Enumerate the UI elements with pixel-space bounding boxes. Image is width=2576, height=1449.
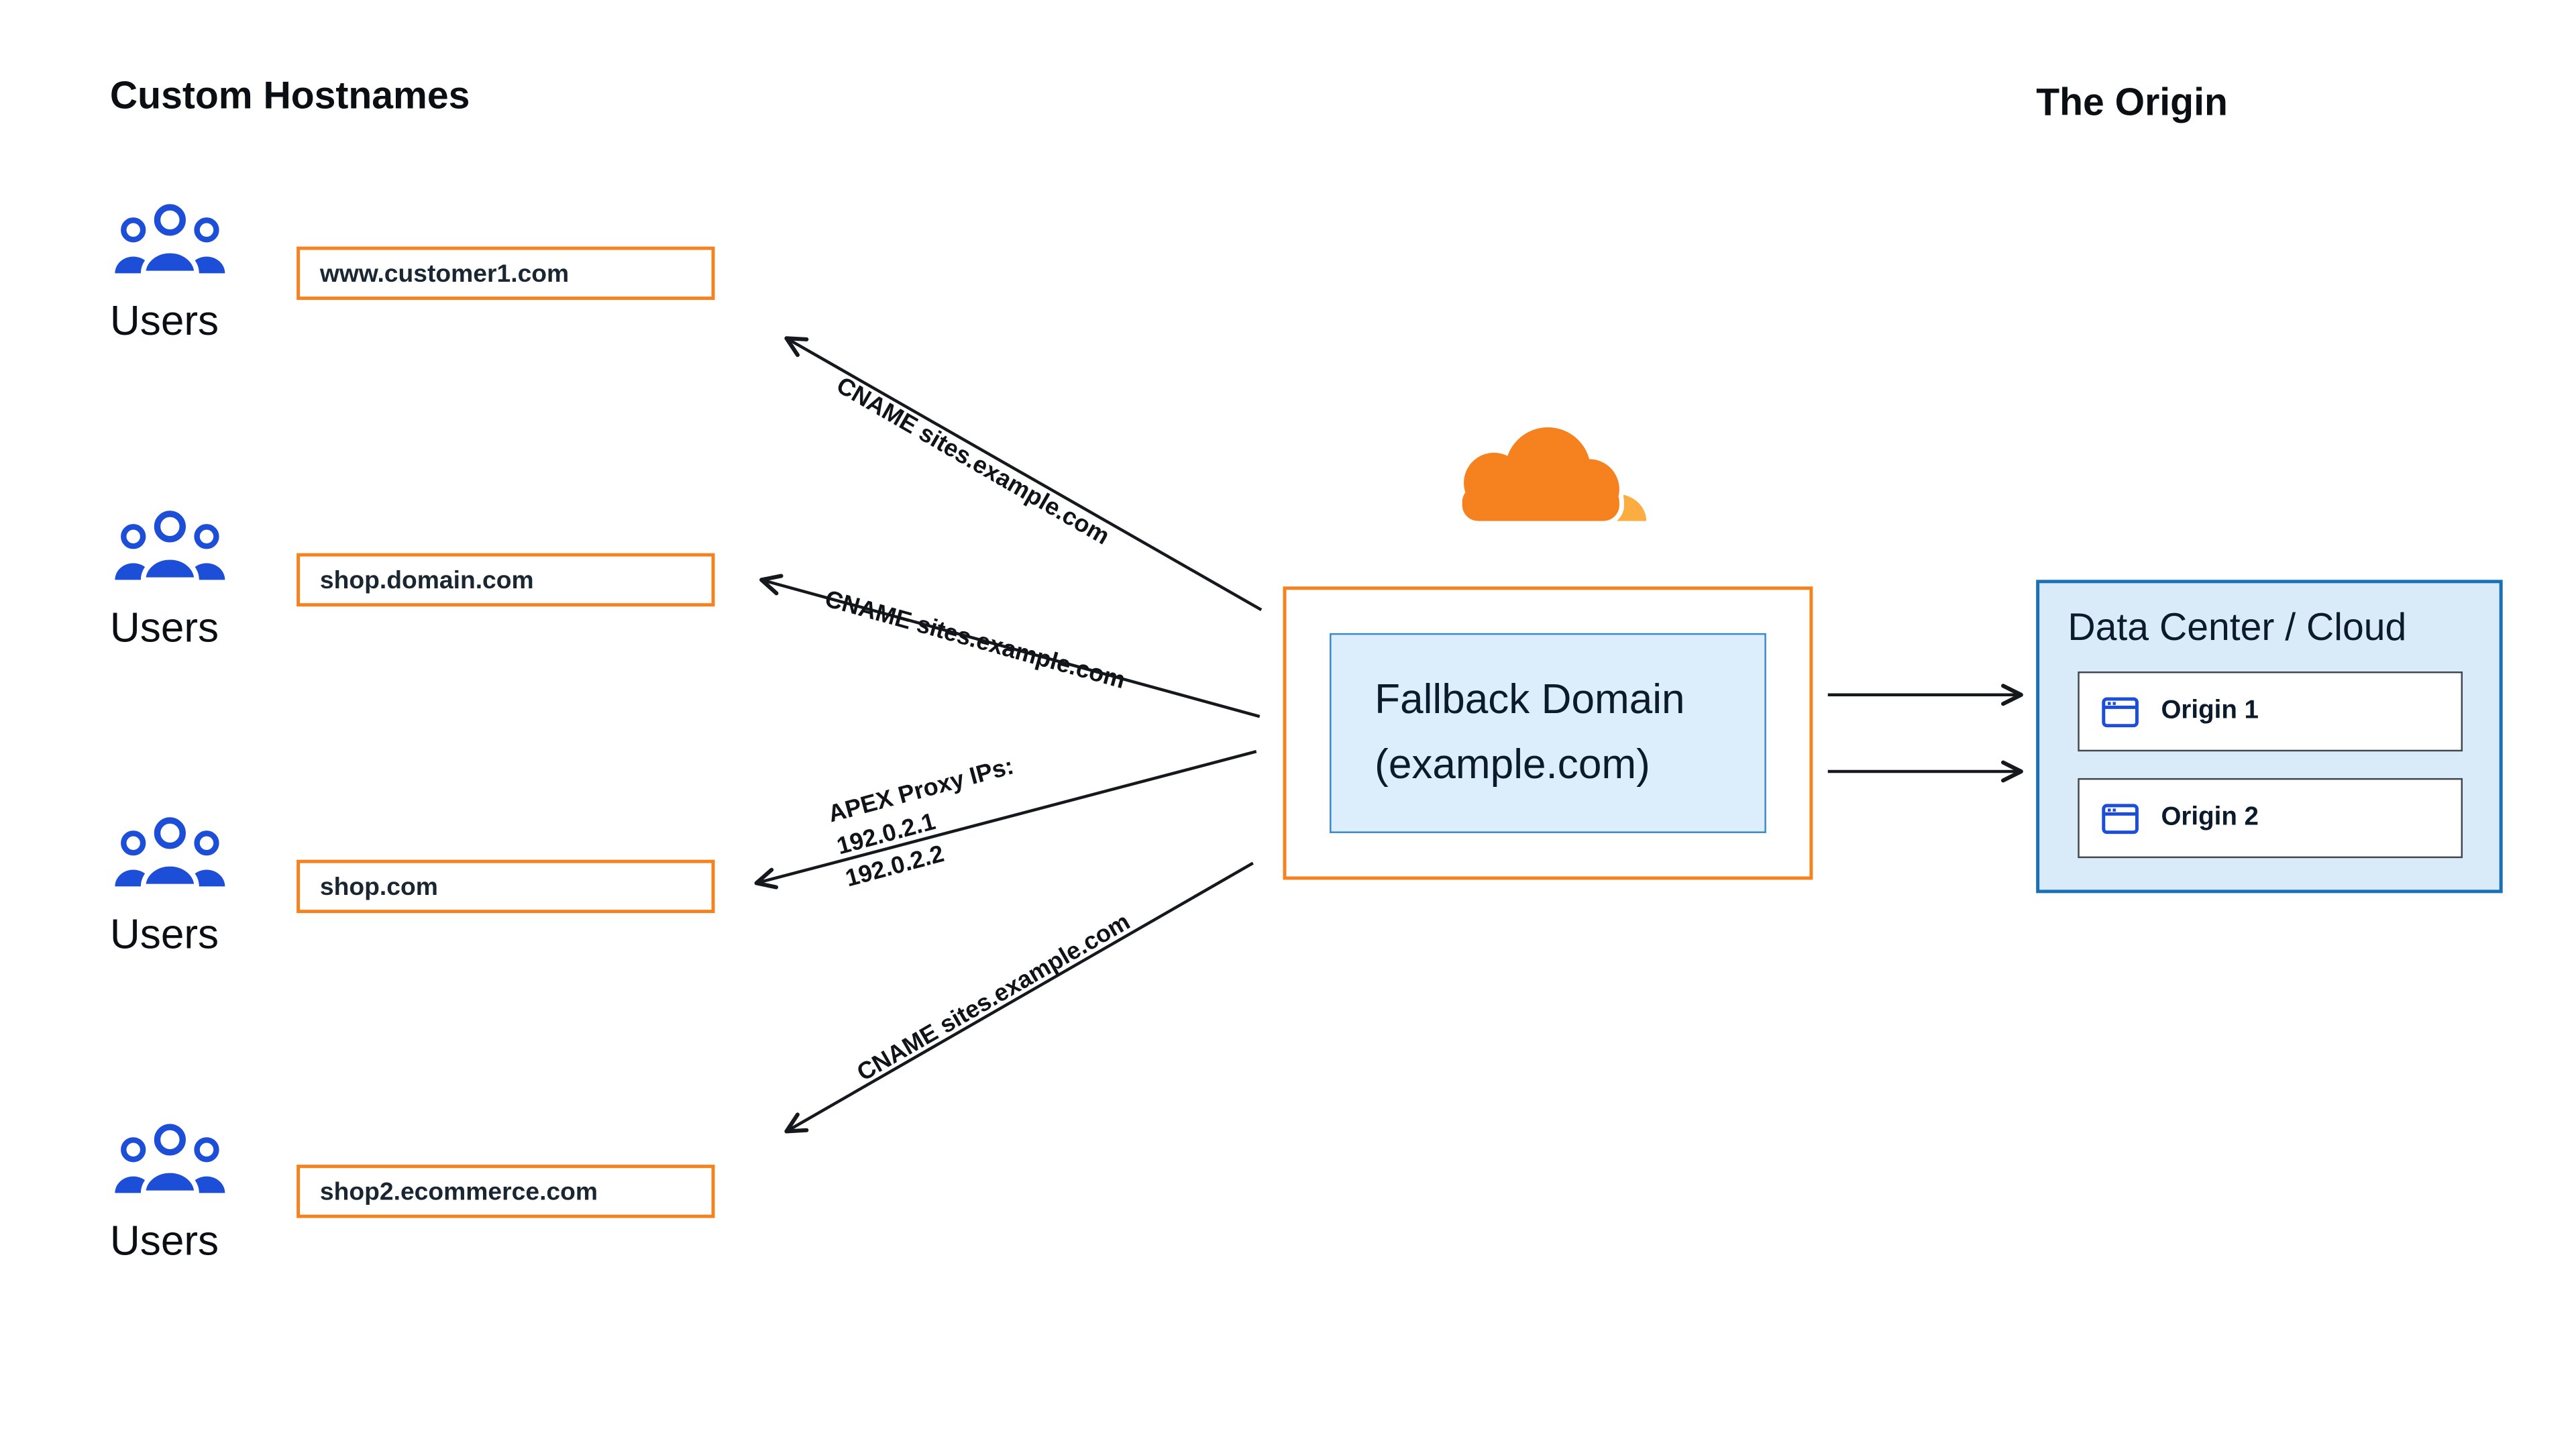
users-group-icon — [115, 1124, 225, 1196]
fallback-domain-subtitle: (example.com) — [1375, 741, 1650, 788]
hostname-label: shop.domain.com — [319, 566, 534, 594]
hostname-box-customer1: www.customer1.com — [297, 246, 715, 301]
users-group-4: Users — [110, 1123, 310, 1267]
edge-label-cname-3: CNAME sites.example.com — [853, 909, 1136, 1087]
edge-label-apex: APEX Proxy IPs: 192.0.2.1 192.0.2.2 — [824, 751, 1034, 897]
data-center-title: Data Center / Cloud — [2068, 604, 2407, 649]
edge-label-cname-1: CNAME sites.example.com — [831, 372, 1114, 551]
hostname-box-shop-domain: shop.domain.com — [297, 553, 715, 607]
users-group-icon — [115, 511, 225, 583]
hostname-label: www.customer1.com — [319, 259, 570, 288]
browser-window-icon — [2102, 696, 2139, 727]
users-label: Users — [109, 911, 219, 959]
users-group-2: Users — [110, 510, 310, 653]
fallback-domain-box: Fallback Domain (example.com) — [1330, 633, 1766, 833]
cloudflare-logo — [1457, 422, 1647, 526]
heading-custom-hostnames: Custom Hostnames — [109, 73, 470, 117]
edge-label-cname-2: CNAME sites.example.com — [821, 586, 1128, 695]
hostname-label: shop2.ecommerce.com — [319, 1177, 598, 1206]
origin-1-label: Origin 1 — [2161, 696, 2259, 725]
users-label: Users — [109, 298, 219, 345]
users-group-3: Users — [110, 816, 310, 960]
users-group-icon — [115, 817, 225, 890]
origin-2-box: Origin 2 — [2078, 777, 2463, 859]
hostname-label: shop.com — [319, 872, 438, 901]
origin-2-label: Origin 2 — [2161, 803, 2259, 832]
data-center-box: Data Center / Cloud Origin 1 Origin 2 — [2036, 580, 2503, 894]
hostname-box-shop: shop.com — [297, 859, 715, 914]
users-label: Users — [109, 1218, 219, 1265]
fallback-domain-outer-box: Fallback Domain (example.com) — [1283, 586, 1813, 880]
users-group-icon — [115, 204, 225, 276]
users-label: Users — [109, 604, 219, 652]
heading-the-origin: The Origin — [2036, 80, 2228, 123]
fallback-domain-title: Fallback Domain — [1375, 676, 1685, 723]
origin-1-box: Origin 1 — [2078, 671, 2463, 752]
hostname-box-shop2-ecommerce: shop2.ecommerce.com — [297, 1165, 715, 1218]
users-group-1: Users — [110, 203, 310, 347]
browser-window-icon — [2102, 803, 2139, 833]
